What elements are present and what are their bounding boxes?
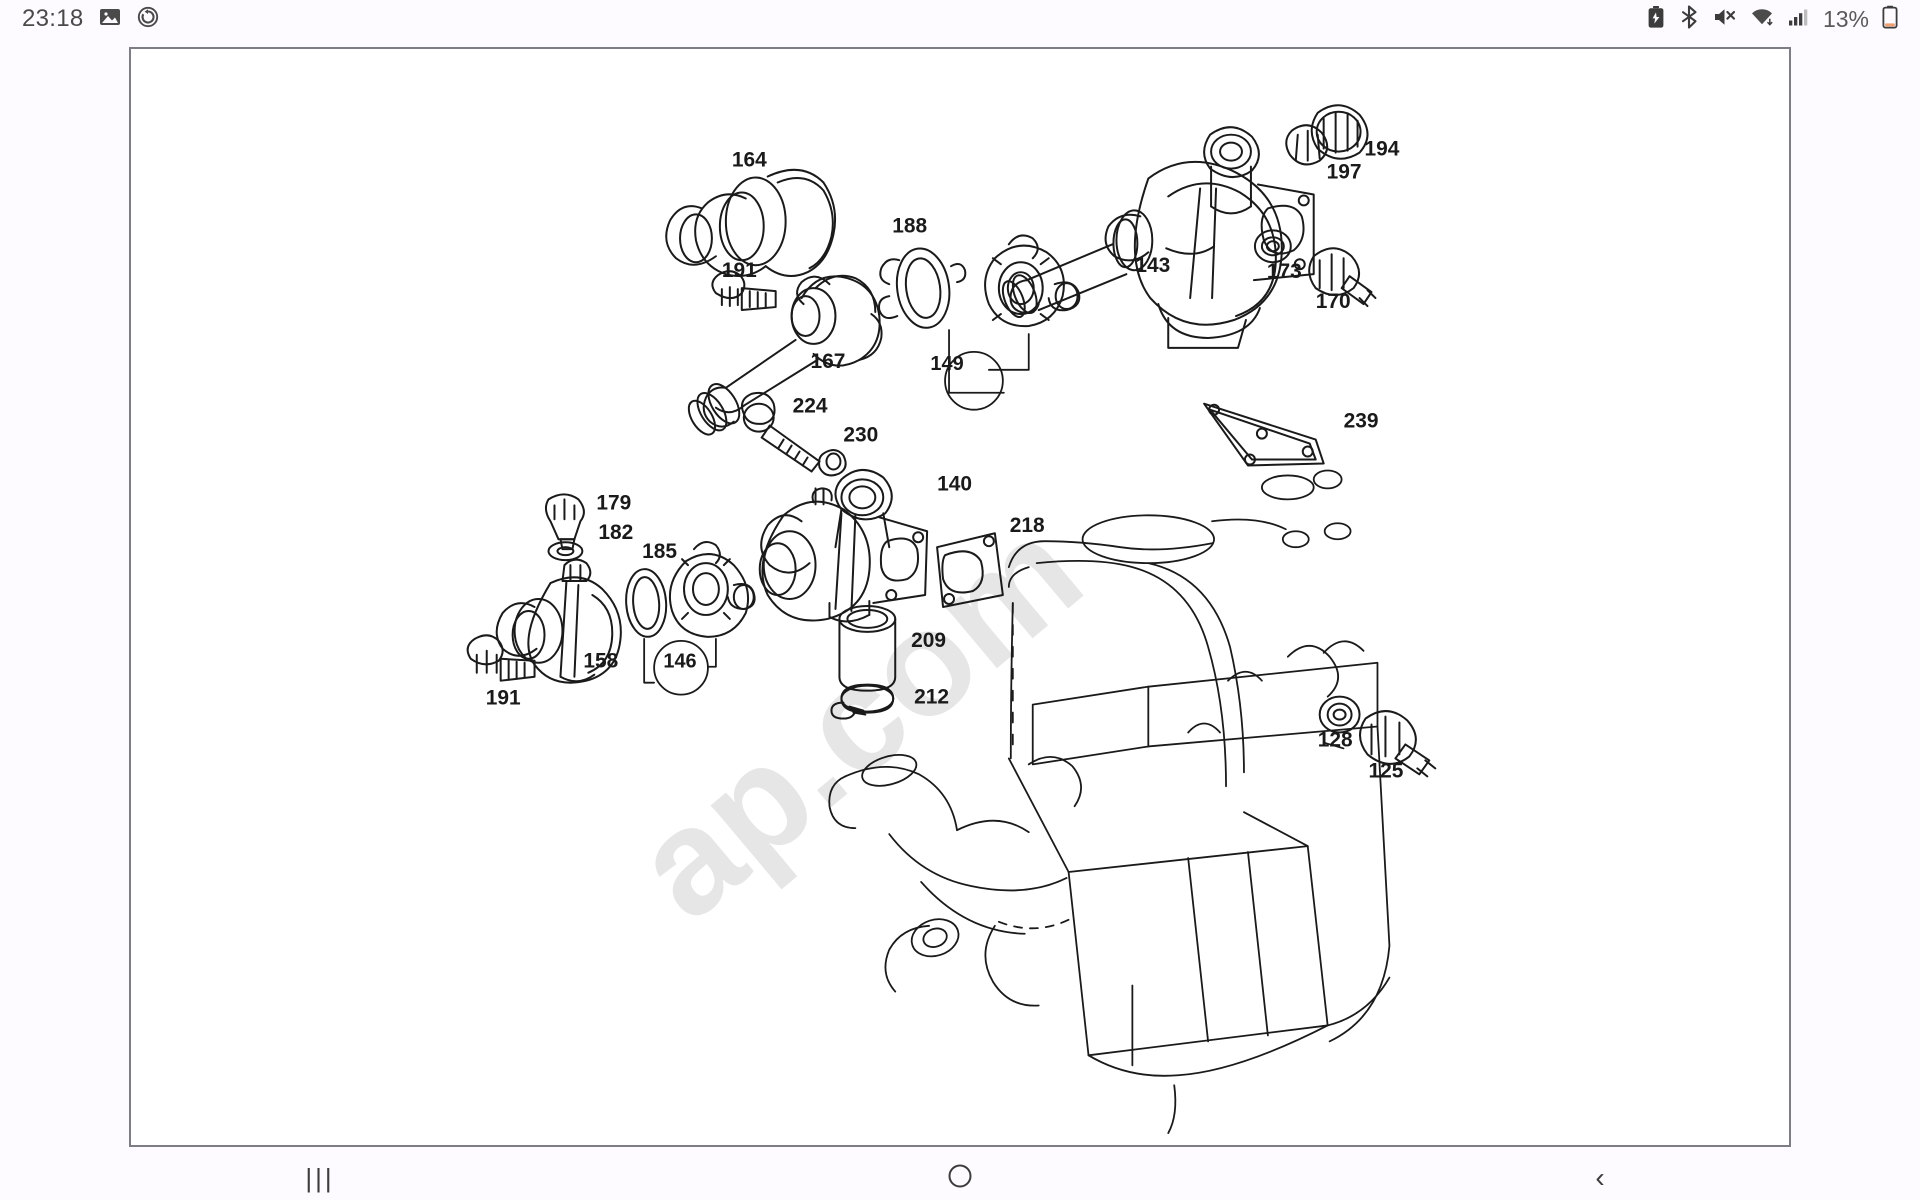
callout-label-194: 194 [1365,138,1400,161]
part-125 [1359,710,1437,778]
callout-label-125: 125 [1369,759,1404,782]
callout-label-164: 164 [732,149,767,172]
recents-button[interactable]: ||| [260,1156,380,1200]
parts-diagram: ap.com [466,104,1437,1134]
part-146-part [668,541,756,638]
cellular-signal-icon [1788,5,1810,34]
volume-mute-icon [1712,5,1736,34]
callout-label-173: 173 [1267,260,1302,283]
status-bar: 23:18 [0,0,1920,38]
callout-label-188: 188 [892,214,927,237]
part-149-assembly [984,234,1081,328]
callout-label-158: 158 [583,650,618,673]
android-nav-bar: ||| ‹ [0,1156,1920,1200]
part-230 [818,449,847,477]
engine-block-assembly [828,469,1391,1134]
callout-label-182: 182 [598,521,633,544]
part-167 [687,274,883,436]
recents-icon: ||| [305,1163,335,1193]
battery-icon [1882,5,1898,34]
image-icon [98,5,122,34]
part-164 [665,168,837,278]
battery-saver-icon [1646,5,1666,34]
diagram-viewer[interactable]: ap.com [0,38,1920,1156]
part-128 [1318,695,1361,734]
part-191-lower [466,634,536,682]
bluetooth-icon [1679,4,1699,34]
home-button[interactable] [900,1156,1020,1200]
part-143 [1001,126,1315,349]
callout-label-128: 128 [1318,728,1353,751]
wifi-icon [1749,5,1775,34]
callout-label-179: 179 [596,491,631,514]
status-bar-left: 23:18 [22,5,160,34]
callout-149-leader [944,329,1030,411]
home-icon [947,1163,973,1194]
leader-lines [1322,741,1345,750]
callout-label-224: 224 [793,395,828,418]
part-158 [495,558,622,684]
part-173 [1253,229,1292,264]
back-button[interactable]: ‹ [1540,1156,1660,1200]
callout-label-191: 191 [486,687,521,710]
callout-label-218: 218 [1010,514,1045,537]
part-209 [838,604,897,692]
back-icon: ‹ [1595,1162,1605,1193]
diagram-sheet[interactable]: ap.com [129,47,1791,1147]
callout-label-230: 230 [843,424,878,447]
callout-label-185: 185 [642,540,677,563]
part-182 [547,541,584,562]
part-188 [878,247,967,329]
battery-percent-label: 13% [1822,5,1869,32]
status-clock: 23:18 [22,5,84,32]
part-179 [544,493,585,551]
part-185 [625,568,668,638]
callout-label-143: 143 [1135,254,1170,277]
part-170 [1308,247,1377,308]
callout-label-140: 140 [937,472,972,495]
callout-label-191: 191 [722,259,757,282]
callout-label-197: 197 [1327,161,1362,184]
callout-label-149: 149 [930,353,963,375]
callout-label-146: 146 [663,651,696,673]
callout-label-239: 239 [1344,410,1379,433]
callout-label-209: 209 [911,629,946,652]
watermark: ap.com [603,486,1111,950]
part-212 [830,683,895,720]
callout-label-212: 212 [914,686,949,709]
part-224 [741,391,821,473]
part-140 [758,468,929,623]
part-194 [1310,104,1369,160]
svg-text:ap.com: ap.com [603,486,1111,950]
callout-label-167: 167 [811,350,846,373]
callout-label-170: 170 [1316,290,1351,313]
part-191-upper [711,270,777,312]
part-239 [1203,402,1325,467]
callout-146-leader [643,637,717,696]
sync-icon [136,5,160,34]
status-bar-right: 13% [1646,4,1898,34]
part-218 [936,532,1004,608]
